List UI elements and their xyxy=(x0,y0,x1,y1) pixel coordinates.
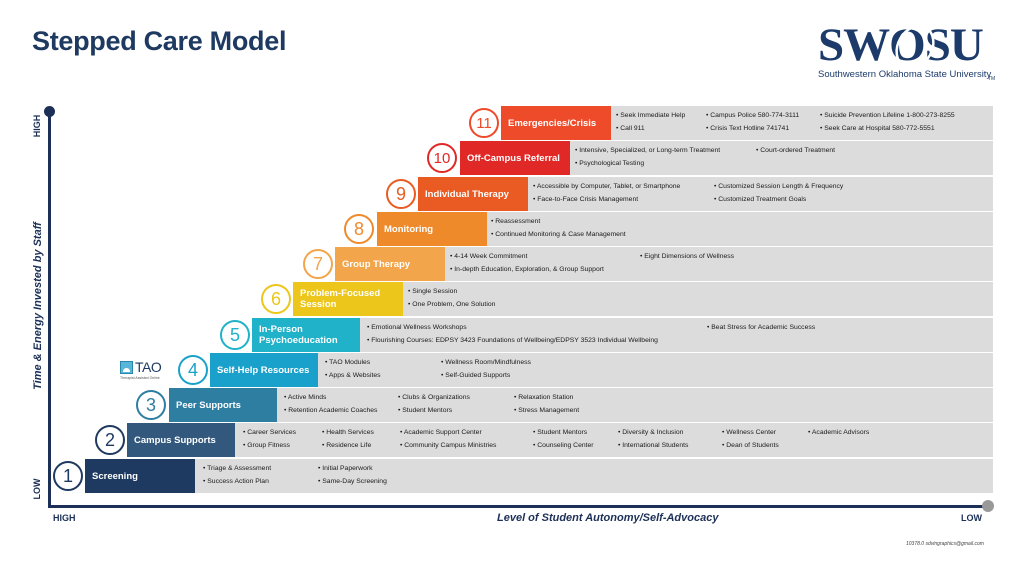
step-9-item: • Face-to-Face Crisis Management xyxy=(533,196,639,203)
step-11-item: • Crisis Text Hotline 741741 xyxy=(706,125,790,132)
x-axis-low-label: LOW xyxy=(961,513,982,523)
credit-text: 10378.0 sdvingraphics@gmail.com xyxy=(906,541,984,547)
x-axis-high-label: HIGH xyxy=(53,513,76,523)
step-5-item: • Emotional Wellness Workshops xyxy=(367,324,467,331)
step-4-label: Self-Help Resources xyxy=(210,353,318,387)
step-2-item: • Dean of Students xyxy=(722,442,779,449)
step-2-item: • Residence Life xyxy=(322,442,372,449)
step-11-item: • Campus Police 580-774-3111 xyxy=(706,112,800,119)
swosu-logo: SWOSU TM Southwestern Oklahoma State Uni… xyxy=(818,19,996,82)
step-4-row-background xyxy=(210,353,993,387)
step-2-item: • Diversity & Inclusion xyxy=(618,429,684,436)
step-10-label: Off-Campus Referral xyxy=(460,141,570,175)
step-3-item: • Active Minds xyxy=(284,394,327,401)
logo-swoosh-icon xyxy=(895,24,935,70)
page-title: Stepped Care Model xyxy=(32,26,287,56)
step-9-item: • Accessible by Computer, Tablet, or Sma… xyxy=(533,183,681,190)
step-4-item: • Self-Guided Supports xyxy=(441,372,511,379)
step-1-item: • Same-Day Screening xyxy=(318,478,387,485)
step-2-item: • Health Services xyxy=(322,429,374,436)
logo-wordmark: SWOSU xyxy=(818,19,984,71)
step-1-item: • Triage & Assessment xyxy=(203,465,272,472)
step-11-item: • Seek Care at Hospital 580-772-5551 xyxy=(820,125,935,132)
step-8-number-badge: 8 xyxy=(344,214,374,244)
step-11-item: • Suicide Prevention Lifeline 1-800-273-… xyxy=(820,112,955,119)
step-7-item: • In-depth Education, Exploration, & Gro… xyxy=(450,266,604,273)
step-9-number-badge: 9 xyxy=(386,179,416,209)
step-6-number-badge: 6 xyxy=(261,284,291,314)
step-10-item: • Psychological Testing xyxy=(575,160,645,167)
step-7-number-badge: 7 xyxy=(303,249,333,279)
step-3-item: • Clubs & Organizations xyxy=(398,394,470,401)
step-5-row-background xyxy=(252,318,993,352)
step-7-item: • 4-14 Week Commitment xyxy=(450,253,528,260)
step-4-item: • TAO Modules xyxy=(325,359,371,366)
step-5-label: In-Person Psychoeducation xyxy=(252,318,360,352)
tao-logo-subtitle: Therapist Assisted Online xyxy=(120,376,160,380)
step-9-item: • Customized Session Length & Frequency xyxy=(714,183,844,190)
step-1-label: Screening xyxy=(85,459,195,493)
step-3-item: • Retention Academic Coaches xyxy=(284,407,378,414)
step-2-item: • Career Services xyxy=(243,429,296,436)
step-6-item: • Single Session xyxy=(408,288,458,295)
step-5-number-badge: 5 xyxy=(220,320,250,350)
x-axis-dot xyxy=(982,500,994,512)
y-axis-title: Time & Energy Invested by Staff xyxy=(32,222,44,390)
step-2-item: • Student Mentors xyxy=(533,429,588,436)
step-9-label: Individual Therapy xyxy=(418,177,528,211)
step-4-item: • Wellness Room/Mindfulness xyxy=(441,359,531,366)
step-5-item: • Beat Stress for Academic Success xyxy=(707,324,816,331)
step-3-row-background xyxy=(169,388,993,422)
step-4-item: • Apps & Websites xyxy=(325,372,381,379)
step-10-number-badge: 10 xyxy=(427,143,457,173)
step-11-item: • Call 911 xyxy=(616,125,645,132)
step-5-item: • Flourishing Courses: EDPSY 3423 Founda… xyxy=(367,337,658,344)
step-8-item: • Continued Monitoring & Case Management xyxy=(491,231,626,238)
step-10-item: • Court-ordered Treatment xyxy=(756,147,836,154)
x-axis-title: Level of Student Autonomy/Self-Advocacy xyxy=(497,512,719,524)
y-axis-dot xyxy=(44,106,55,117)
step-11-item: • Seek Immediate Help xyxy=(616,112,686,119)
step-11-number-badge: 11 xyxy=(469,108,499,138)
step-2-label: Campus Supports xyxy=(127,423,235,457)
step-1-item: • Initial Paperwork xyxy=(318,465,373,472)
y-axis-high-label: HIGH xyxy=(32,114,42,138)
step-1-item: • Success Action Plan xyxy=(203,478,269,485)
step-8-item: • Reassessment xyxy=(491,218,541,225)
y-axis-low-label: LOW xyxy=(32,478,42,500)
y-axis-line xyxy=(48,110,51,508)
x-axis-line xyxy=(48,505,988,508)
step-10-item: • Intensive, Specialized, or Long-term T… xyxy=(575,147,721,154)
logo-tm: TM xyxy=(988,76,996,82)
step-3-number-badge: 3 xyxy=(136,390,166,420)
step-1-number-badge: 1 xyxy=(53,461,83,491)
step-2-item: • Academic Advisors xyxy=(808,429,870,436)
step-3-item: • Student Mentors xyxy=(398,407,453,414)
step-2-item: • Group Fitness xyxy=(243,442,290,449)
step-3-item: • Relaxation Station xyxy=(514,394,574,401)
step-4-number-badge: 4 xyxy=(178,355,208,385)
step-2-row-background xyxy=(127,423,993,457)
step-3-label: Peer Supports xyxy=(169,388,277,422)
step-2-item: • Academic Support Center xyxy=(400,429,482,436)
tao-logo-text: TAO xyxy=(135,359,162,375)
step-2-item: • International Students xyxy=(618,442,689,449)
step-2-item: • Counseling Center xyxy=(533,442,594,449)
step-7-label: Group Therapy xyxy=(335,247,445,281)
step-7-item: • Eight Dimensions of Wellness xyxy=(640,253,735,260)
step-6-item: • One Problem, One Solution xyxy=(408,301,496,308)
step-2-number-badge: 2 xyxy=(95,425,125,455)
step-6-row-background xyxy=(293,282,993,316)
tao-icon xyxy=(120,360,133,374)
step-3-item: • Stress Management xyxy=(514,407,580,414)
step-2-item: • Community Campus Ministries xyxy=(400,442,497,449)
step-8-label: Monitoring xyxy=(377,212,487,246)
step-9-item: • Customized Treatment Goals xyxy=(714,196,807,203)
logo-subtitle: Southwestern Oklahoma State University xyxy=(818,69,992,80)
step-2-item: • Wellness Center xyxy=(722,429,777,436)
tao-logo: TAO Therapist Assisted Online xyxy=(120,359,180,380)
step-11-label: Emergencies/Crisis xyxy=(501,106,611,140)
step-6-label: Problem-Focused Session xyxy=(293,282,403,316)
step-1-row-background xyxy=(85,459,993,493)
